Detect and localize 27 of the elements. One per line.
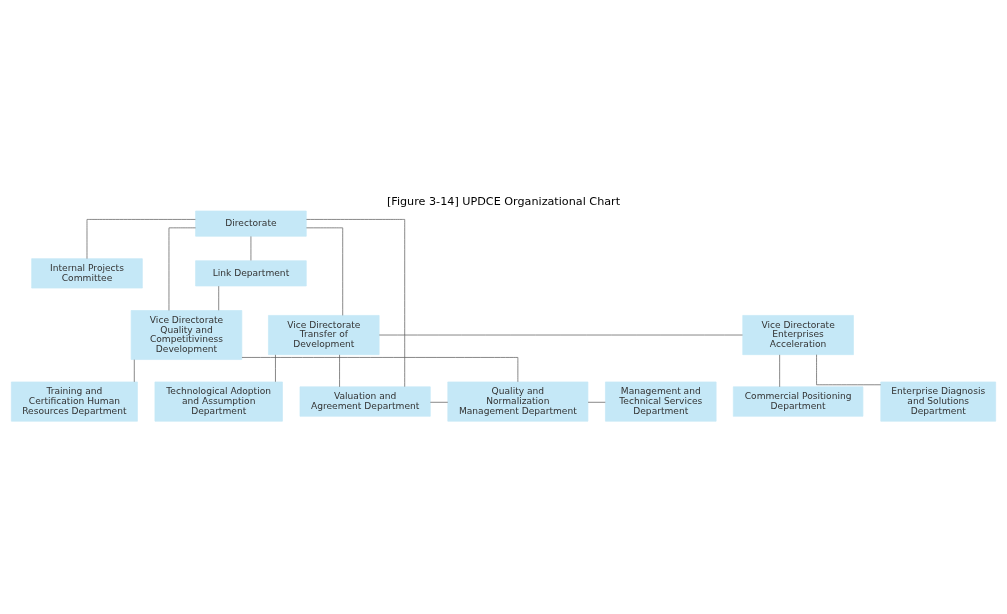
connector [218, 285, 220, 311]
connector [339, 354, 340, 388]
connector [306, 219, 406, 388]
node-box: Vice Directorate Transfer of Development [268, 315, 380, 355]
connector [241, 357, 519, 383]
connector [306, 227, 344, 316]
connector [86, 219, 196, 259]
connector [378, 334, 743, 336]
diagram-title: [Figure 3-14] UPDCE Organizational Chart [386, 194, 621, 208]
connector [779, 354, 780, 388]
node-box: Vice Directorate Enterprises Acceleration [742, 315, 854, 355]
connector [275, 354, 276, 383]
connector [816, 354, 882, 386]
node-box: Quality and Normalization Management Department [447, 381, 589, 422]
node-box: Technological Adoption and Assumption Department [154, 381, 283, 422]
node-box: Management and Technical Services Department [605, 381, 717, 422]
node-box: Vice Directorate Quality and Competitiviness Development [130, 310, 243, 360]
node-box: Valuation and Agreement Department [299, 386, 431, 417]
connector [587, 401, 606, 403]
node-box: Link Department [195, 260, 307, 287]
connector [430, 401, 449, 403]
node-box: Directorate [195, 210, 307, 237]
node-box: Commercial Positioning Department [732, 386, 864, 417]
node-box: Training and Certification Human Resources Department [11, 381, 138, 422]
node-box: Internal Projects Committee [31, 258, 143, 289]
connector [133, 359, 135, 383]
node-box: Enterprise Diagnosis and Solutions Department [880, 381, 996, 422]
